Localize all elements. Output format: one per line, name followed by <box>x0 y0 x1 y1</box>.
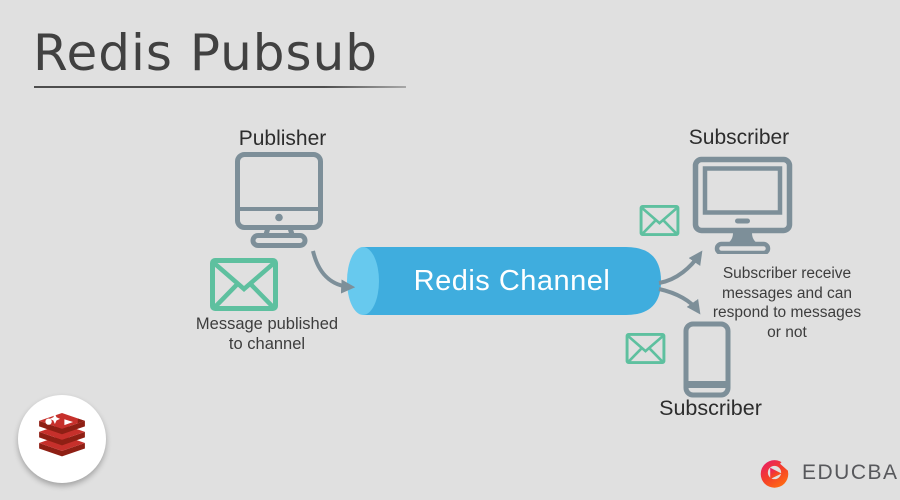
subscriber-note: Subscriber receive messages and can resp… <box>701 264 873 342</box>
subscriber-monitor-icon <box>692 156 793 254</box>
subscriber-top-envelope-icon <box>639 205 680 236</box>
redis-channel-cylinder <box>347 247 661 315</box>
publisher-label: Publisher <box>238 127 327 150</box>
publisher-monitor-icon <box>235 152 323 248</box>
subscriber-phone-icon <box>683 321 731 398</box>
publisher-note-line: to channel <box>228 335 306 353</box>
subscribe-arrow-top <box>658 250 703 285</box>
educba-icon <box>760 460 790 488</box>
redis-logo-badge <box>18 395 106 483</box>
subscriber-note-line: Subscriber receive <box>722 265 852 282</box>
page-title: Redis Pubsub <box>33 24 379 82</box>
subscribe-arrow-bottom <box>658 287 701 315</box>
publish-arrow <box>311 250 356 294</box>
publisher-note-line: Message published <box>195 315 339 333</box>
channel-label: Redis Channel <box>413 264 611 297</box>
subscriber-top-label: Subscriber <box>688 126 790 149</box>
subscriber-note-line: messages and can <box>721 284 853 302</box>
publisher-envelope-icon <box>210 258 278 311</box>
publisher-note: Message published to channel <box>188 314 346 354</box>
subscriber-bottom-label: Subscriber <box>659 396 762 420</box>
redis-logo-icon <box>39 412 85 457</box>
subscriber-bottom-envelope-icon <box>625 333 666 364</box>
educba-logo: EDUCBA <box>756 453 899 493</box>
subscriber-note-line: or not <box>767 323 807 341</box>
title-underline <box>34 86 406 88</box>
subscriber-note-line: respond to messages <box>712 304 862 321</box>
educba-label: EDUCBA <box>802 461 899 484</box>
